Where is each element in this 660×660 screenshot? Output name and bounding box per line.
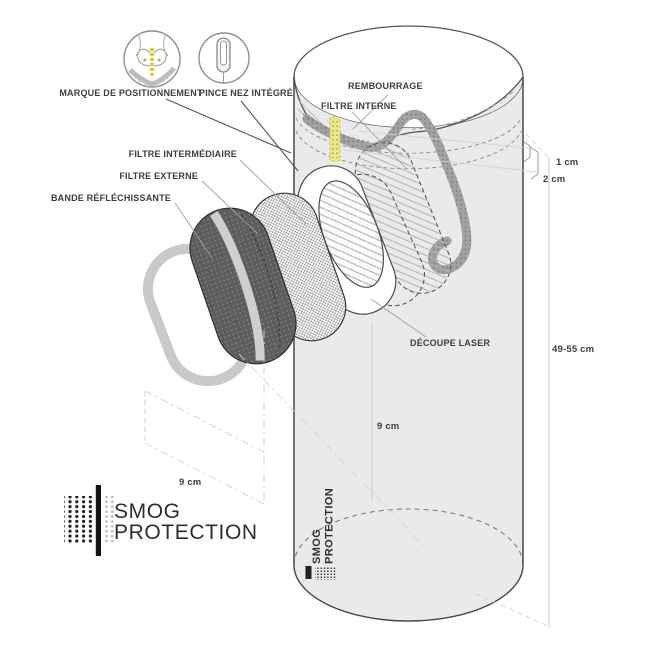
nose-clip-callout-icon [198, 32, 250, 84]
labels: MARQUE DE POSITIONNEMENT PINCE NEZ INTÉG… [51, 81, 594, 488]
leader-positioning-mark [165, 98, 292, 154]
dimension-lines [144, 130, 550, 627]
dim-mask-width: 9 cm [179, 477, 201, 488]
height-bottom-tie [475, 593, 549, 627]
callout-leader-lines [165, 98, 299, 172]
positioning-mark-callout-icon [123, 30, 181, 88]
dim-2cm: 2 cm [543, 174, 565, 185]
leader-middle-filter [239, 159, 307, 225]
tube-brand-logo: SMOG PROTECTION [305, 488, 336, 580]
brand-name-line2: PROTECTION [114, 521, 258, 544]
dim-1cm: 1 cm [556, 157, 578, 168]
logo-dot-matrix-light [103, 496, 114, 543]
mask-width-projection [144, 390, 265, 505]
leader-laser-cut [370, 298, 427, 338]
logo-bar [95, 485, 101, 556]
cylinder-front-wall [294, 77, 523, 146]
rim-fold-extension-lines [343, 130, 538, 173]
dim-height: 49-55 cm [552, 344, 594, 355]
tube-brand-line2: PROTECTION [324, 488, 336, 564]
bracket-2cm [529, 146, 539, 180]
brand-logo: SMOG PROTECTION [64, 485, 258, 556]
logo-dot-matrix [64, 496, 95, 544]
bracket-1cm [522, 140, 531, 163]
label-inner-filter: FILTRE INTERNE [321, 101, 397, 111]
label-positioning-mark: MARQUE DE POSITIONNEMENT [59, 88, 203, 98]
inner-rim-dashed [411, 89, 516, 130]
leader-nose-clip [240, 100, 299, 172]
label-padding: REMBOURRAGE [348, 81, 423, 91]
tube-brand-line1: SMOG [311, 529, 323, 564]
fold-line-1cm [295, 117, 522, 154]
label-leader-lines [174, 94, 427, 338]
reflective-stripe-on-mask [210, 211, 265, 361]
label-outer-filter: FILTRE EXTERNE [119, 171, 198, 181]
leader-inner-filter [351, 111, 407, 169]
label-middle-filter: FILTRE INTERMÉDIAIRE [129, 149, 237, 159]
dim-mask-height: 9 cm [377, 421, 399, 432]
tube-logo-bar [305, 566, 312, 579]
label-reflective-band: BANDE RÉFLÉCHISSANTE [51, 193, 171, 203]
brand-name-line1: SMOG [114, 500, 181, 523]
bottom-dashed-ellipse [293, 508, 524, 566]
positioning-mark-highlight [329, 116, 341, 162]
outer-filter-layer [189, 207, 297, 365]
label-laser-cut: DÉCOUPE LASER [410, 338, 490, 348]
leader-reflective-band [174, 202, 213, 259]
leader-padding [352, 94, 389, 130]
leader-outer-filter [201, 180, 259, 235]
tube-logo-dots [315, 566, 336, 580]
cylinder-bottom-edge [293, 564, 524, 622]
label-nose-clip: PINCE NEZ INTÉGRÉ [199, 88, 293, 98]
